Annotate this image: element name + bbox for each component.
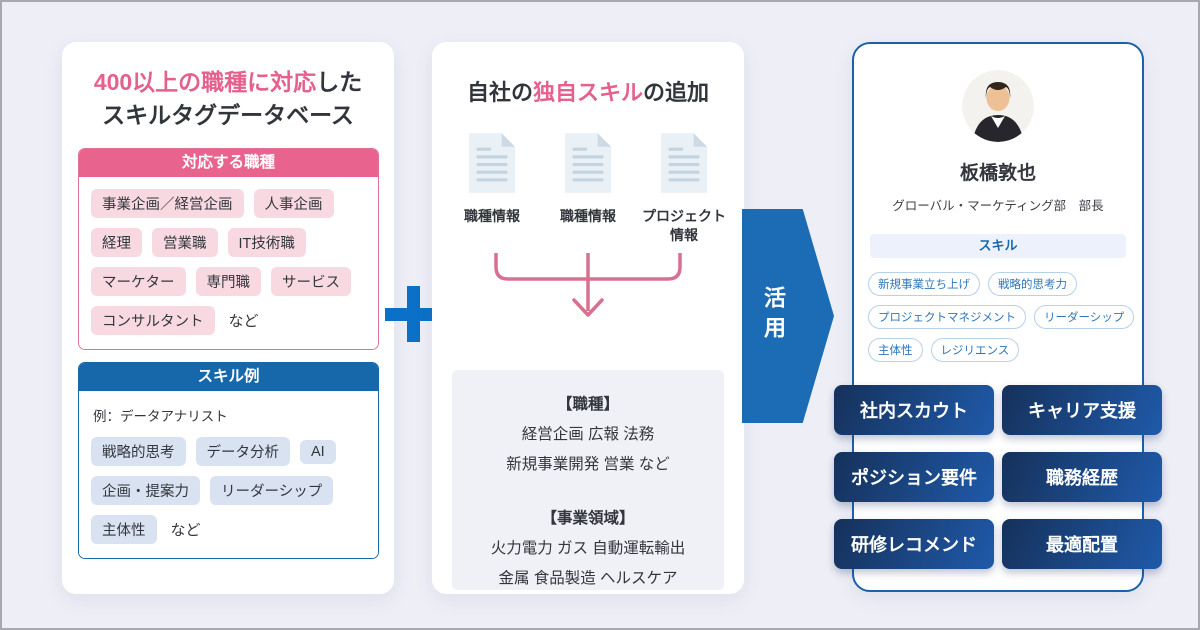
document-label: プロジェクト情報 <box>642 208 726 243</box>
plus-icon <box>385 286 441 342</box>
result-domains-title: 【事業領域】 <box>541 510 635 527</box>
title-line1-highlight: 400以上の職種に対応 <box>93 69 317 95</box>
title-line2: スキルタグデータベース <box>102 102 354 128</box>
job-tag: コンサルタント <box>91 306 215 335</box>
jobs-tag-row: マーケター 専門職 サービス <box>91 267 366 296</box>
merge-arrow-wrap <box>432 253 744 326</box>
jobs-tag-row: コンサルタント など <box>91 306 366 335</box>
jobs-section-body: 事業企画／経営企画 人事企画 経理 営業職 IT技術職 マーケター 専門職 サー… <box>79 177 378 349</box>
custom-skill-card: 自社の独自スキルの追加 職種情報 <box>432 42 744 594</box>
skill-pill: プロジェクトマネジメント <box>868 305 1026 329</box>
document-item: 職種情報 <box>444 133 540 245</box>
jobs-tag-row: 経理 営業職 IT技術職 <box>91 228 366 257</box>
skill-tag: AI <box>300 439 336 464</box>
result-jobs-title: 【職種】 <box>556 396 619 413</box>
skill-tag: データ分析 <box>195 437 290 466</box>
skill-example-body: 例：データアナリスト 戦略的思考 データ分析 AI 企画・提案力 リーダーシップ… <box>79 391 378 558</box>
merge-down-arrow-icon <box>494 253 682 317</box>
middle-card-title: 自社の独自スキルの追加 <box>432 76 744 109</box>
jobs-more-label: など <box>228 313 259 330</box>
result-domains-line: 火力電力 ガス 自動運転輸出 <box>490 540 686 557</box>
feature-button-position-requirements[interactable]: ポジション要件 <box>834 452 994 502</box>
skill-pill: 新規事業立ち上げ <box>868 272 980 296</box>
pill-row: 新規事業立ち上げ 戦略的思考力 <box>868 272 1128 296</box>
jobs-tag-row: 事業企画／経営企画 人事企画 <box>91 189 366 218</box>
skill-tag-row: 戦略的思考 データ分析 AI <box>91 437 366 466</box>
skill-example-label: 例：データアナリスト <box>93 409 228 424</box>
skill-tag: 企画・提案力 <box>91 476 200 505</box>
job-tag: 経理 <box>91 228 142 257</box>
flow-arrow-label: 活用 <box>761 286 786 346</box>
document-icon <box>469 133 515 193</box>
job-tag: 営業職 <box>152 228 218 257</box>
avatar <box>962 70 1034 142</box>
feature-button-work-history[interactable]: 職務経歴 <box>1002 452 1162 502</box>
document-item: 職種情報 <box>540 133 636 245</box>
skill-tag-row: 企画・提案力 リーダーシップ <box>91 476 366 505</box>
profile-skills-header: スキル <box>870 234 1126 258</box>
job-tag: サービス <box>271 267 351 296</box>
pill-row: 主体性 レジリエンス <box>868 338 1128 362</box>
skill-pill: 戦略的思考力 <box>988 272 1077 296</box>
skill-tag: リーダーシップ <box>210 476 334 505</box>
feature-button-optimal-placement[interactable]: 最適配置 <box>1002 519 1162 569</box>
skill-example-header: スキル例 <box>79 363 378 391</box>
pill-row: プロジェクトマネジメント リーダーシップ <box>868 305 1135 329</box>
document-icon <box>661 133 707 193</box>
merged-skills-box: 【職種】 経営企画 広報 法務 新規事業開発 営業 など 【事業領域】 火力電力… <box>452 370 724 590</box>
result-jobs-line: 新規事業開発 営業 など <box>506 456 670 473</box>
document-label: 職種情報 <box>560 208 616 224</box>
mtitle-pre: 自社の <box>466 80 533 105</box>
skill-tag: 主体性 <box>91 515 157 544</box>
feature-button-career-support[interactable]: キャリア支援 <box>1002 385 1162 435</box>
plus-icon-bar <box>406 286 420 342</box>
skill-database-card: 400以上の職種に対応した スキルタグデータベース 対応する職種 事業企画／経営… <box>62 42 394 594</box>
skill-example-section: スキル例 例：データアナリスト 戦略的思考 データ分析 AI 企画・提案力 リー… <box>78 362 379 559</box>
right-chevron-arrow: 活用 <box>742 209 834 423</box>
result-domains-line: 金属 食品製造 ヘルスケア <box>498 570 678 587</box>
profile-name: 板橋敦也 <box>959 163 1036 184</box>
feature-button-internal-scout[interactable]: 社内スカウト <box>834 385 994 435</box>
job-tag: マーケター <box>91 267 186 296</box>
result-jobs-line: 経営企画 広報 法務 <box>521 426 655 443</box>
feature-buttons-grid: 社内スカウト キャリア支援 ポジション要件 職務経歴 研修レコメンド 最適配置 <box>834 385 1162 569</box>
documents-row: 職種情報 職種情報 <box>432 133 744 245</box>
left-card-title: 400以上の職種に対応した スキルタグデータベース <box>62 66 394 132</box>
document-item: プロジェクト情報 <box>636 133 732 245</box>
mtitle-highlight: 独自スキル <box>532 80 643 105</box>
result-box-gap <box>452 480 724 504</box>
document-label: 職種情報 <box>464 208 520 224</box>
skill-pill: 主体性 <box>868 338 923 362</box>
skill-tag: 戦略的思考 <box>91 437 186 466</box>
feature-button-training-recommend[interactable]: 研修レコメンド <box>834 519 994 569</box>
skill-pill: リーダーシップ <box>1034 305 1135 329</box>
job-tag: 人事企画 <box>253 189 334 218</box>
skill-tag-row: 主体性 など <box>91 515 366 544</box>
jobs-section: 対応する職種 事業企画／経営企画 人事企画 経理 営業職 IT技術職 マーケター… <box>78 148 379 350</box>
job-tag: IT技術職 <box>227 228 306 257</box>
title-line1: 400以上の職種に対応した <box>94 69 362 95</box>
profile-department: グローバル・マーケティング部 部長 <box>892 199 1104 213</box>
person-photo-icon <box>962 70 1034 142</box>
profile-skill-pills: 新規事業立ち上げ 戦略的思考力 プロジェクトマネジメント リーダーシップ 主体性… <box>854 272 1142 362</box>
title-line1-rest: した <box>316 69 363 95</box>
job-tag: 専門職 <box>195 267 261 296</box>
document-icon <box>565 133 611 193</box>
job-tag: 事業企画／経営企画 <box>91 189 244 218</box>
jobs-section-header: 対応する職種 <box>79 149 378 177</box>
skill-pill: レジリエンス <box>930 338 1020 362</box>
skills-more-label: など <box>170 522 201 539</box>
mtitle-post: の追加 <box>643 80 710 105</box>
